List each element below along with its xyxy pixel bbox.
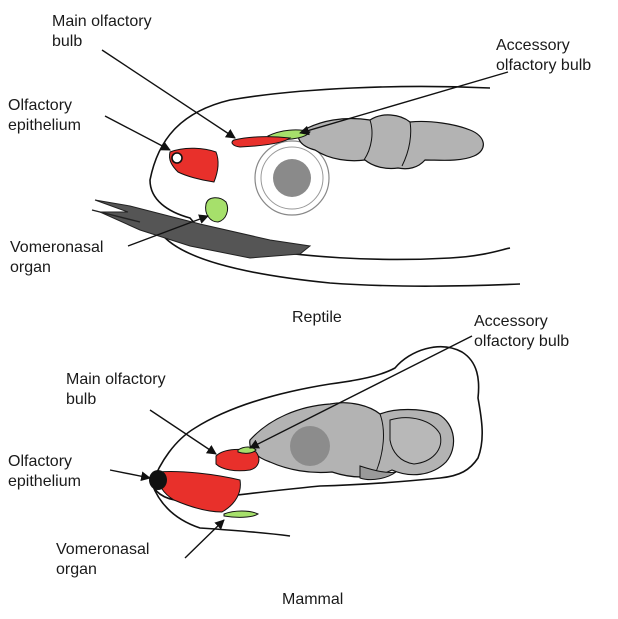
mammal-label-vomeronasal-organ-line1: Vomeronasal <box>56 540 149 560</box>
mammal-vomeronasal-organ <box>224 511 258 517</box>
reptile-nostril <box>172 153 182 163</box>
mammal-label-accessory-olfactory-bulb-line1: Accessory <box>474 312 548 332</box>
mammal-nostril <box>149 470 167 490</box>
reptile-label-olfactory-epithelium-line1: Olfactory <box>8 96 72 116</box>
mammal-arrow-main-olfactory-bulb <box>150 410 216 454</box>
mammal-label-vomeronasal-organ-line2: organ <box>56 560 97 580</box>
mammal-arrow-vomeronasal-organ <box>185 520 224 558</box>
reptile-label-accessory-olfactory-bulb-line2: olfactory bulb <box>496 56 591 76</box>
mammal-label-main-olfactory-bulb-line2: bulb <box>66 390 96 410</box>
mammal-accessory-olfactory-bulb <box>238 447 256 453</box>
mammal-head <box>149 347 482 536</box>
reptile-label-accessory-olfactory-bulb-line1: Accessory <box>496 36 570 56</box>
mammal-midbrain <box>290 426 330 466</box>
reptile-head <box>92 87 520 287</box>
reptile-label-vomeronasal-organ-line2: organ <box>10 258 51 278</box>
reptile-label-olfactory-epithelium-line2: epithelium <box>8 116 81 136</box>
reptile-eye-pupil <box>273 159 311 197</box>
mammal-olfactory-epithelium <box>158 471 241 512</box>
mammal-caption: Mammal <box>282 590 343 610</box>
reptile-label-main-olfactory-bulb-line2: bulb <box>52 32 82 52</box>
reptile-label-main-olfactory-bulb-line1: Main olfactory <box>52 12 152 32</box>
reptile-caption: Reptile <box>292 308 342 328</box>
reptile-vomeronasal-organ <box>206 198 228 222</box>
mammal-label-olfactory-epithelium-line2: epithelium <box>8 472 81 492</box>
mammal-label-olfactory-epithelium-line1: Olfactory <box>8 452 72 472</box>
reptile-arrow-olfactory-epithelium <box>105 116 170 150</box>
reptile-label-vomeronasal-organ-line1: Vomeronasal <box>10 238 103 258</box>
mammal-label-main-olfactory-bulb-line1: Main olfactory <box>66 370 166 390</box>
mammal-arrow-olfactory-epithelium <box>110 470 150 478</box>
mammal-label-accessory-olfactory-bulb-line2: olfactory bulb <box>474 332 569 352</box>
reptile-brain <box>299 115 484 169</box>
